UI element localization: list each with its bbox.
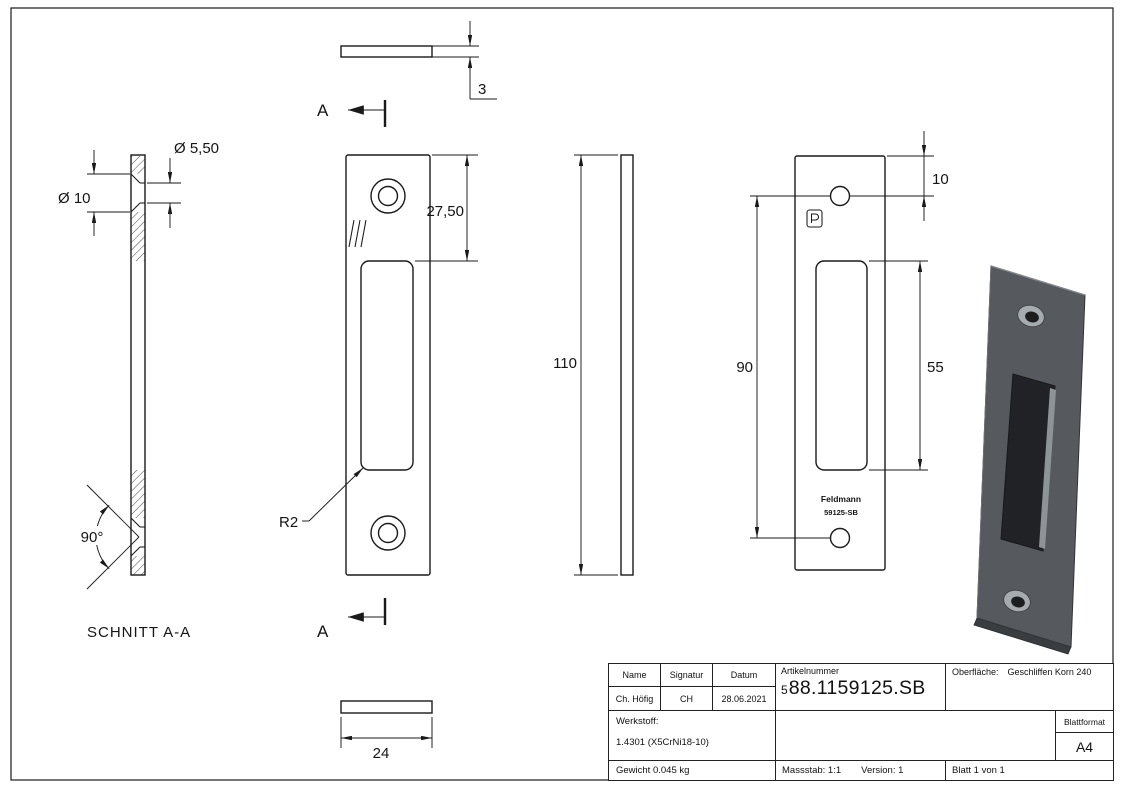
sheet-format-cell: Blattformat A4 (1056, 711, 1113, 760)
sheet-number-cell: Blatt 1 von 1 (952, 765, 1005, 776)
value-date: 28.06.2021 (721, 693, 767, 704)
article-cell: Artikelnummer 5 88.1159125.SB (776, 664, 946, 710)
header-name: Name (609, 664, 661, 686)
scale-value: Massstab: 1:1 (782, 765, 842, 776)
dim-hole-offset: 27,50 (426, 203, 464, 220)
sheet-format-label: Blattformat (1056, 711, 1113, 733)
sheet-format-value: A4 (1075, 738, 1094, 755)
section-cut-marks: A A (317, 100, 387, 641)
section-view: Ø 5,50 Ø 10 90° SCHNITT A-A (58, 140, 219, 641)
iso-3d-view (973, 265, 1086, 655)
value-signature: CH (661, 687, 713, 710)
cut-letter-top: A (317, 101, 329, 120)
surface-cell: Oberfläche: Geschliffen Korn 240 (946, 664, 1113, 710)
dim-hole-large: Ø 10 (58, 190, 91, 207)
article-number: 88.1159125.SB (788, 677, 926, 699)
scale-version-cell: Massstab: 1:1 Version: 1 (776, 761, 946, 780)
bottom-view: 24 (340, 700, 433, 762)
dim-width: 24 (373, 745, 390, 762)
feldmann-logo-icon (806, 209, 823, 228)
grinding-marks-icon (348, 219, 367, 248)
material-cell: Werkstoff: 1.4301 (X5CrNi18-10) (609, 711, 776, 760)
cut-letter-bottom: A (317, 622, 329, 641)
surface-label: Oberfläche: (952, 667, 999, 677)
dim-countersink-angle: 90° (81, 529, 104, 546)
stamp-brand: Feldmann (821, 494, 861, 504)
header-date: Datum (730, 670, 758, 680)
empty-cell (776, 711, 1056, 760)
dim-length: 110 (553, 355, 577, 372)
dim-hole-spacing: 90 (736, 359, 753, 376)
header-signature: Signatur (661, 664, 713, 686)
material-label: Werkstoff: (616, 716, 659, 727)
surface-value: Geschliffen Korn 240 (1007, 667, 1092, 677)
top-view: 3 (340, 21, 497, 100)
dim-hole-top-offset: 10 (932, 171, 949, 188)
sheet-frame (10, 7, 1114, 781)
article-header: Artikelnummer (781, 666, 840, 676)
dim-hole-small: Ø 5,50 (174, 140, 219, 157)
hole-3d-bottom (1003, 589, 1031, 613)
detail-view: Feldmann 59125-SB 10 90 55 (736, 131, 949, 571)
front-view: 27,50 R2 (279, 154, 478, 576)
version-value: Version: 1 (861, 765, 904, 776)
article-prefix: 5 (781, 683, 788, 697)
dim-corner-radius: R2 (279, 514, 298, 531)
dim-thickness: 3 (478, 81, 486, 98)
stamp-code: 59125-SB (824, 508, 858, 517)
title-block: Name Signatur Datum Ch. Höfig CH 28.06.2… (608, 663, 1114, 781)
hole-3d-top (1017, 304, 1045, 328)
dim-slot-length: 55 (927, 359, 944, 376)
weight-cell: Gewicht 0.045 kg (609, 761, 776, 780)
side-view: 110 (553, 154, 634, 576)
value-name: Ch. Höfig (609, 687, 661, 710)
section-view-label: SCHNITT A-A (87, 624, 191, 641)
material-value: 1.4301 (X5CrNi18-10) (616, 737, 709, 748)
slot-3d (1000, 373, 1056, 552)
